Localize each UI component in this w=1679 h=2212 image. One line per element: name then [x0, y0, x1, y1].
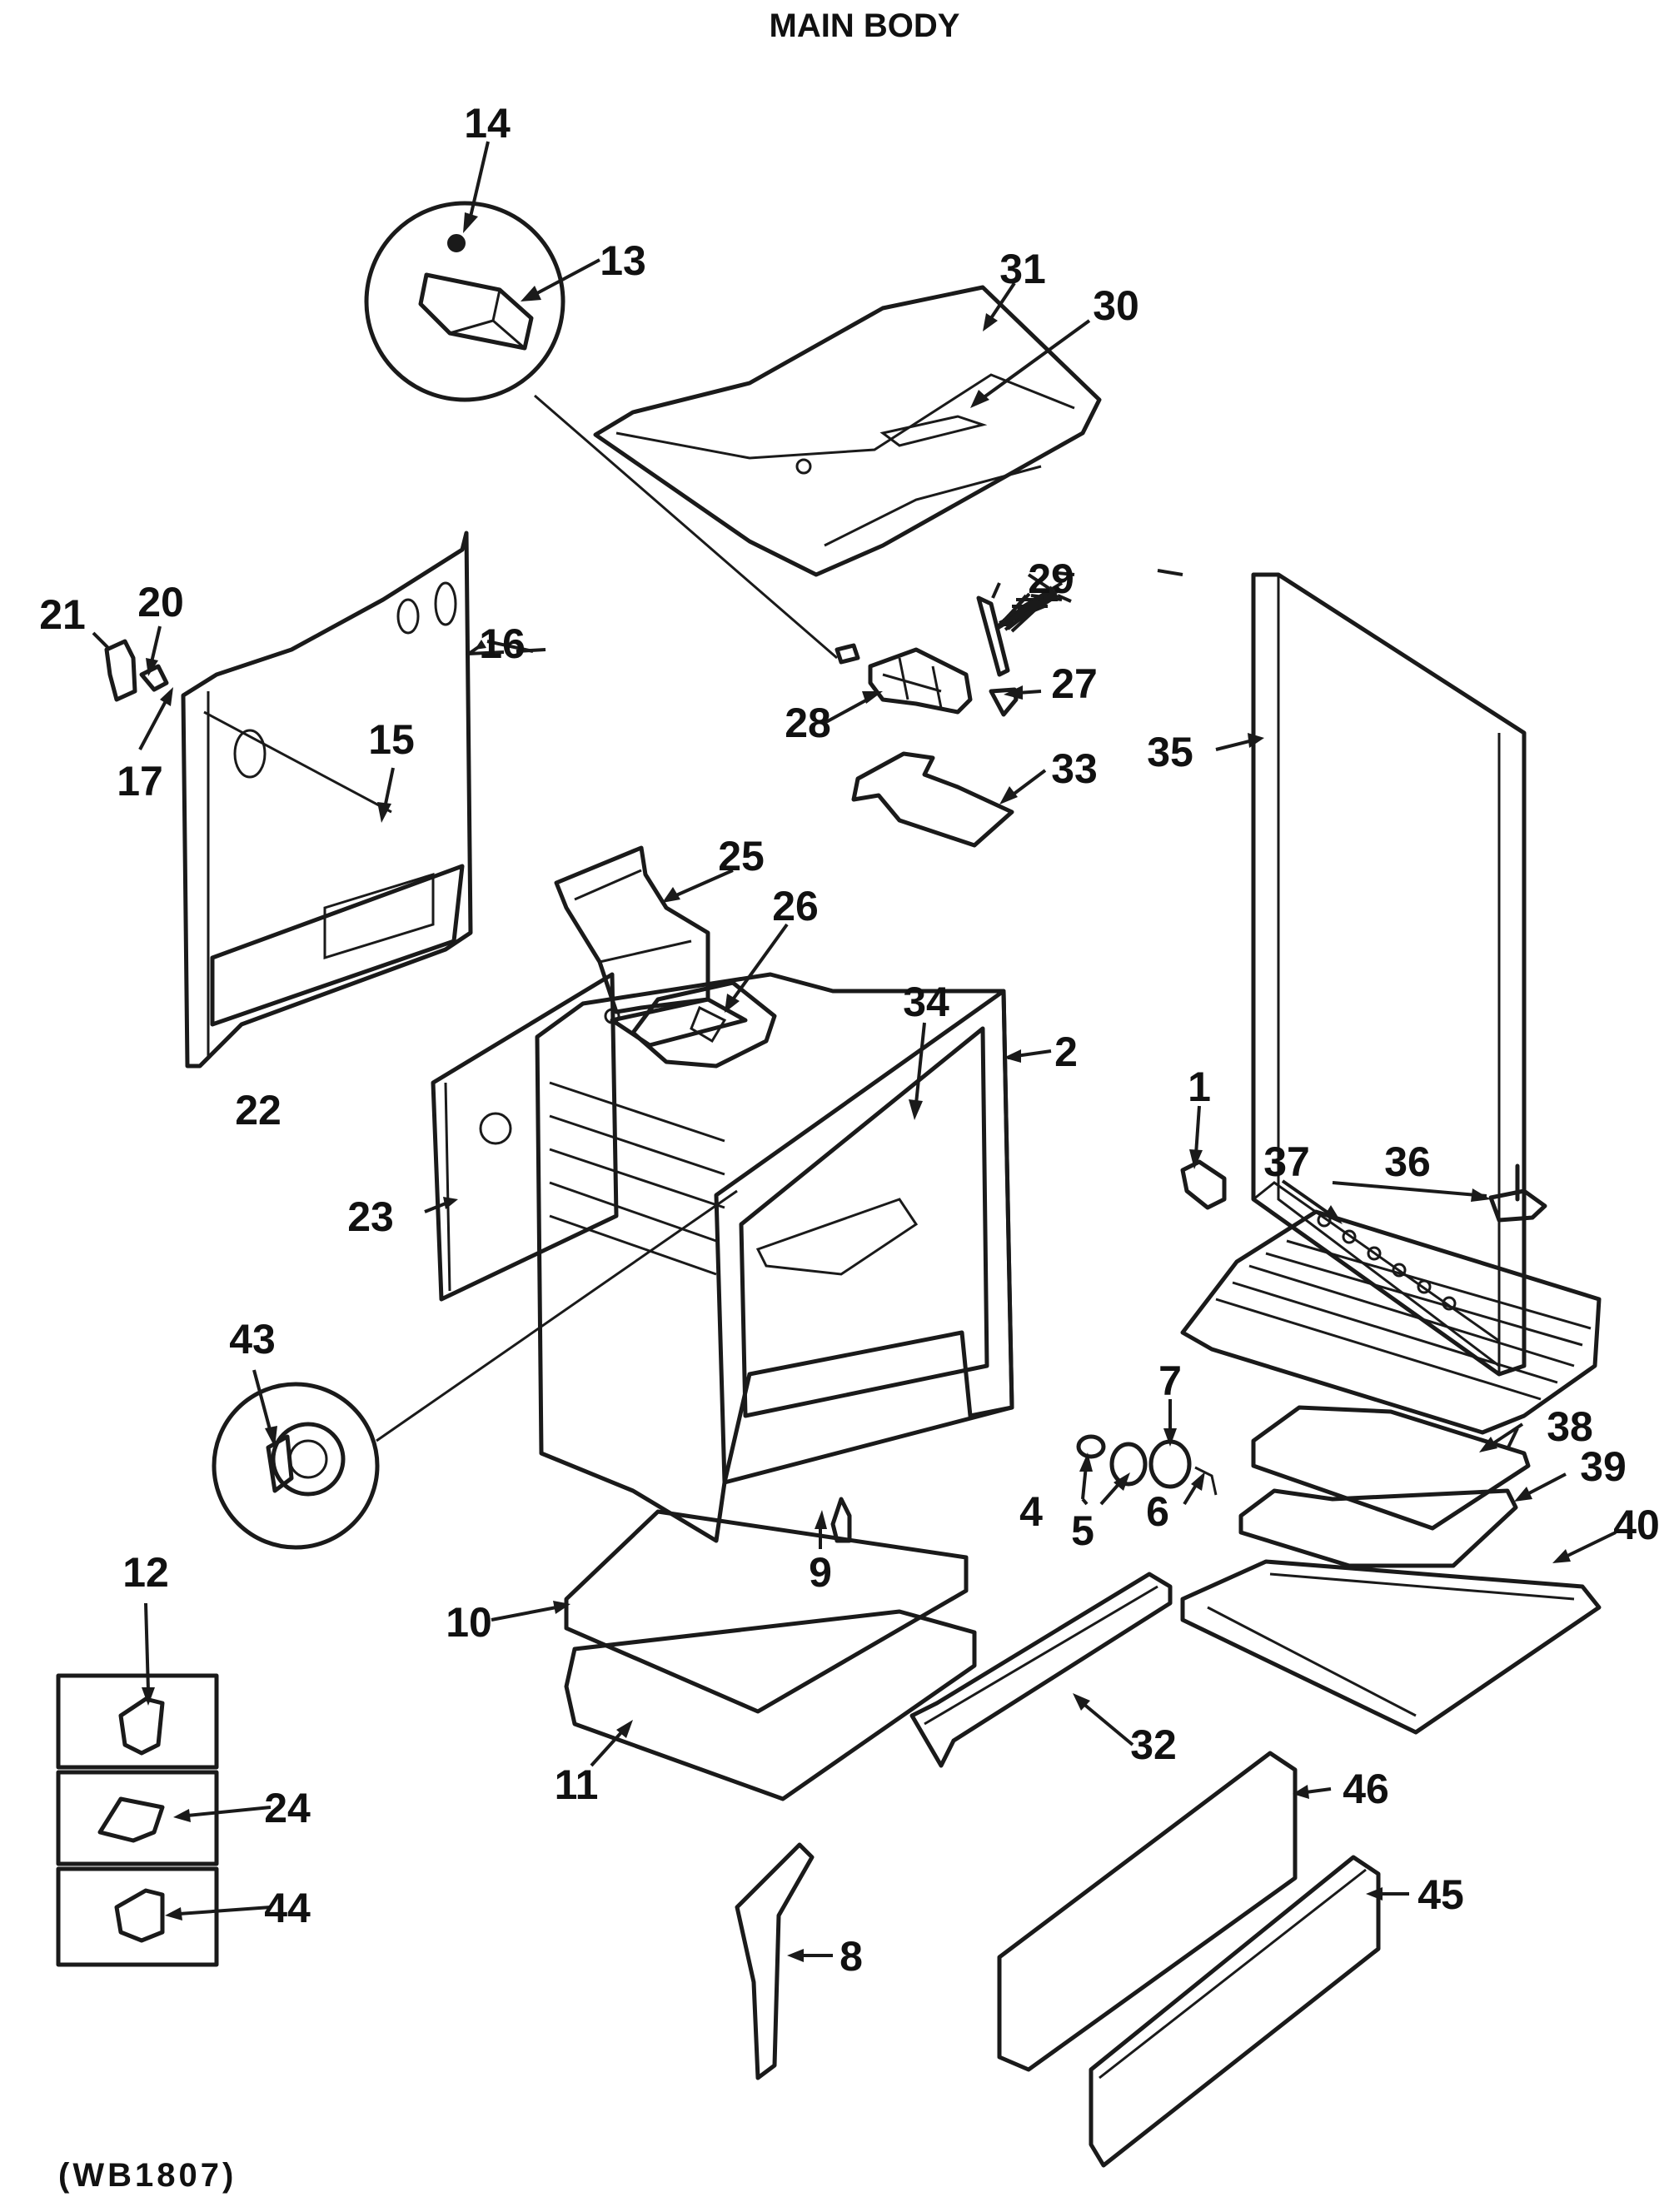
- part-bracket-hinge: [835, 595, 1019, 848]
- label-1: 1: [1188, 1064, 1211, 1110]
- label-17: 17: [117, 758, 163, 805]
- label-31: 31: [999, 246, 1046, 292]
- diagram-code: (WB1807): [58, 2157, 237, 2194]
- label-34: 34: [903, 979, 949, 1025]
- label-10: 10: [446, 1599, 492, 1646]
- label-28: 28: [785, 700, 831, 746]
- part-side-insulation-panel: [431, 972, 619, 1302]
- part-leveling-leg: [1488, 1163, 1547, 1223]
- label-27: 27: [1051, 660, 1098, 707]
- part-knob-1: [1180, 1159, 1227, 1210]
- part-door-frame: [1251, 572, 1527, 1377]
- part-drawer-panels: [997, 1751, 1381, 2168]
- label-8: 8: [840, 1933, 863, 1980]
- label-11: 11: [555, 1761, 599, 1808]
- part-broiler-pans: [1180, 1405, 1602, 1735]
- part-oven-rack: [1180, 1209, 1602, 1435]
- part-drawer-rail: [909, 1572, 1173, 1768]
- label-35: 35: [1147, 729, 1193, 775]
- label-13: 13: [600, 237, 646, 284]
- label-26: 26: [772, 883, 819, 929]
- diagram-title: MAIN BODY: [770, 7, 960, 44]
- label-15: 15: [368, 716, 415, 763]
- label-24: 24: [264, 1785, 311, 1831]
- label-45: 45: [1417, 1871, 1464, 1918]
- label-23: 23: [347, 1193, 394, 1240]
- label-40: 40: [1613, 1502, 1660, 1548]
- label-5: 5: [1071, 1507, 1094, 1554]
- label-36: 36: [1384, 1138, 1431, 1185]
- detail-boxes: [56, 1673, 219, 1967]
- part-bottom-plates: [564, 1509, 977, 1801]
- label-46: 46: [1343, 1766, 1389, 1812]
- label-22: 22: [235, 1087, 281, 1133]
- label-14: 14: [464, 100, 511, 147]
- part-left-side-panel: [181, 531, 473, 1069]
- label-39: 39: [1580, 1443, 1627, 1490]
- label-6: 6: [1146, 1488, 1169, 1535]
- label-37: 37: [1263, 1138, 1310, 1185]
- label-38: 38: [1547, 1403, 1593, 1450]
- label-12: 12: [122, 1549, 169, 1596]
- part-top-panel: [593, 285, 1102, 577]
- label-7: 7: [1158, 1358, 1182, 1404]
- part-small-clip: [104, 639, 169, 702]
- label-44: 44: [264, 1885, 311, 1931]
- label-25: 25: [718, 833, 765, 879]
- label-20: 20: [137, 579, 184, 625]
- detail-circle-knob: [212, 1189, 738, 1550]
- part-handle-8: [735, 1842, 815, 2080]
- part-labels: 14 13 31 30 29 27 28 33 35 21 20 16 17 1…: [39, 100, 1660, 1980]
- label-16: 16: [479, 620, 526, 667]
- label-43: 43: [229, 1316, 276, 1363]
- leader-lines: [92, 141, 1617, 1962]
- label-21: 21: [39, 591, 86, 638]
- detail-circle-switch: [364, 201, 838, 660]
- label-9: 9: [809, 1549, 832, 1596]
- label-33: 33: [1051, 745, 1098, 792]
- label-32: 32: [1130, 1721, 1177, 1768]
- label-30: 30: [1093, 282, 1139, 329]
- part-oven-body: [535, 972, 1014, 1543]
- label-29: 29: [1028, 555, 1074, 602]
- label-4: 4: [1019, 1488, 1043, 1535]
- part-small-bracket: [830, 1497, 852, 1543]
- label-2: 2: [1054, 1029, 1078, 1075]
